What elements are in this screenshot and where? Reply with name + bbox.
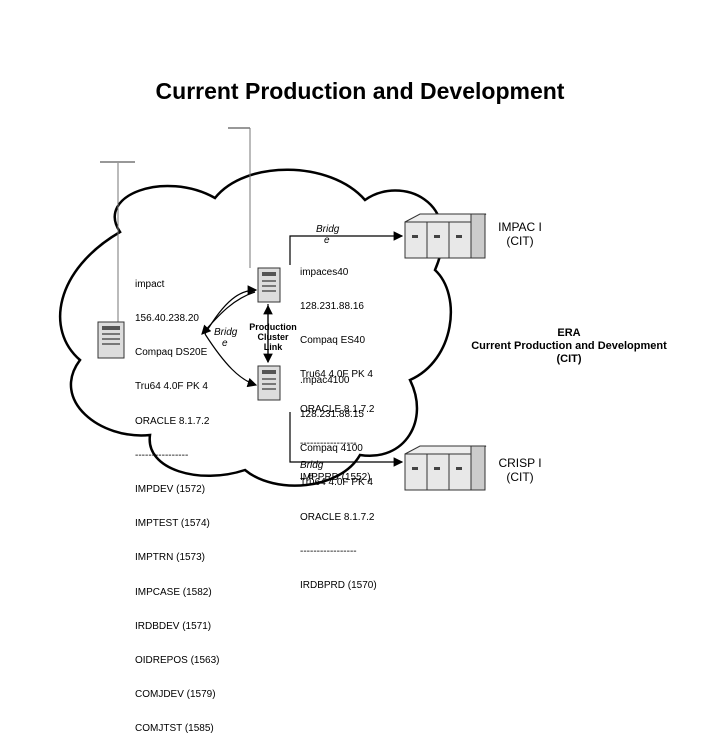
left-server-icon [97, 321, 125, 359]
server-line: Tru64 4.0F PK 4 [300, 477, 373, 489]
era-label: ERA Current Production and Development (… [471, 327, 667, 365]
server-line: IMPPRD (1552) [300, 472, 371, 484]
server-line: Tru64 4.0F PK 4 [300, 369, 373, 381]
left-server-details: impact 156.40.238.20 Compaq DS20E Tru64 … [135, 256, 219, 746]
crisp-rack-icon [404, 445, 487, 491]
page-title: Current Production and Development [155, 78, 565, 104]
network-diagram [58, 127, 487, 491]
bridge-arrow-impac [289, 231, 404, 265]
server-line: impaces40 [300, 266, 349, 278]
top-server-icon [257, 267, 281, 303]
server-line: Tru64 4.0F PK 4 [135, 381, 208, 393]
server-line: IRDBPRD (1570) [300, 580, 377, 592]
server-line: IMPTRN (1573) [135, 552, 206, 564]
top-server-details: impaces40 128.231.88.16 Compaq ES40 Tru6… [300, 244, 374, 495]
bottom-server-icon [257, 365, 281, 401]
server-line: IRDBDEV (1571) [135, 620, 212, 632]
server-line: ----------------- [300, 437, 357, 449]
server-line: OIDREPOS (1563) [135, 655, 220, 667]
cluster-link-label: Production Cluster Link [249, 322, 297, 352]
server-line: Compaq DS20E [135, 347, 208, 359]
server-line: IMPTEST (1574) [135, 518, 210, 530]
server-line: COMJTST (1585) [135, 723, 214, 735]
server-line: 128.231.88.16 [300, 301, 364, 313]
server-line: Compaq ES40 [300, 335, 366, 347]
server-line: IMPDEV (1572) [135, 484, 206, 496]
bridge-label-middle: Bridg e [214, 327, 238, 349]
server-line: ORACLE 8.1.7.2 [135, 415, 210, 427]
server-line: .mpac4100 [300, 374, 350, 386]
bridge-arrow-crisp [289, 412, 404, 467]
server-line: 128.231.88.15 [300, 409, 364, 421]
server-line: ----------------- [300, 545, 357, 557]
impac-site-label: IMPAC I (CIT) [498, 220, 542, 248]
bridge-arrow-bottom [204, 333, 258, 388]
server-line: 156.40.238.20 [135, 313, 199, 325]
bridge-label-top: Bridg e [316, 224, 340, 246]
server-line: ---------------- [135, 449, 189, 461]
bridge-label-bottom: Bridg e [300, 460, 324, 482]
impac-rack-icon [404, 213, 487, 259]
network-cloud [58, 168, 453, 487]
server-line: COMJDEV (1579) [135, 689, 216, 701]
bridge-arrow-left [201, 291, 256, 335]
crisp-site-label: CRISP I (CIT) [498, 456, 542, 484]
server-line: ORACLE 8.1.7.2 [300, 511, 375, 523]
server-line: impact [135, 278, 165, 290]
server-line: IMPCASE (1582) [135, 586, 212, 598]
server-line: ORACLE 8.1.7.2 [300, 403, 375, 415]
server-line: Compaq 4100 [300, 443, 363, 455]
